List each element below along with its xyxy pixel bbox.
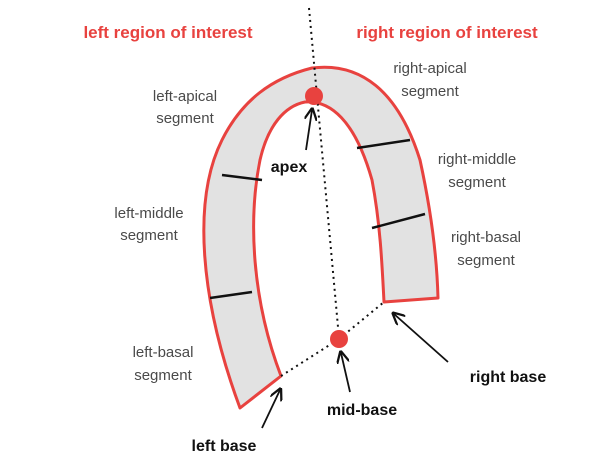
right-basal-label-line2: segment bbox=[457, 252, 515, 269]
right-region-header: right region of interest bbox=[356, 23, 538, 42]
left-middle-label-line2: segment bbox=[120, 227, 178, 244]
mid-base-label: mid-base bbox=[327, 402, 397, 419]
left-region-header: left region of interest bbox=[83, 23, 252, 42]
arrow-apex bbox=[306, 110, 312, 150]
apex-marker bbox=[305, 87, 323, 105]
right-middle-label-line1: right-middle bbox=[438, 151, 516, 168]
left-basal-label-line2: segment bbox=[134, 367, 192, 384]
arrow-mid-base bbox=[341, 353, 350, 392]
right-apical-label-line2: segment bbox=[401, 83, 459, 100]
arrow-right-base bbox=[394, 314, 448, 362]
right-base-label: right base bbox=[470, 369, 547, 386]
right-apical-label-line1: right-apical bbox=[393, 60, 466, 77]
myocardial-wall bbox=[204, 67, 438, 408]
left-middle-label-line1: left-middle bbox=[114, 205, 183, 222]
dotted-axis-line bbox=[309, 8, 339, 338]
left-base-label: left base bbox=[192, 438, 257, 455]
dotted-base-line-left bbox=[281, 339, 339, 376]
arrow-left-base bbox=[262, 390, 280, 428]
left-apical-label-line1: left-apical bbox=[153, 88, 217, 105]
right-basal-label-line1: right-basal bbox=[451, 229, 521, 246]
mid-base-marker bbox=[330, 330, 348, 348]
left-basal-label-line1: left-basal bbox=[133, 344, 194, 361]
left-apical-label-line2: segment bbox=[156, 110, 214, 127]
apex-label: apex bbox=[271, 159, 308, 176]
right-middle-label-line2: segment bbox=[448, 174, 506, 191]
